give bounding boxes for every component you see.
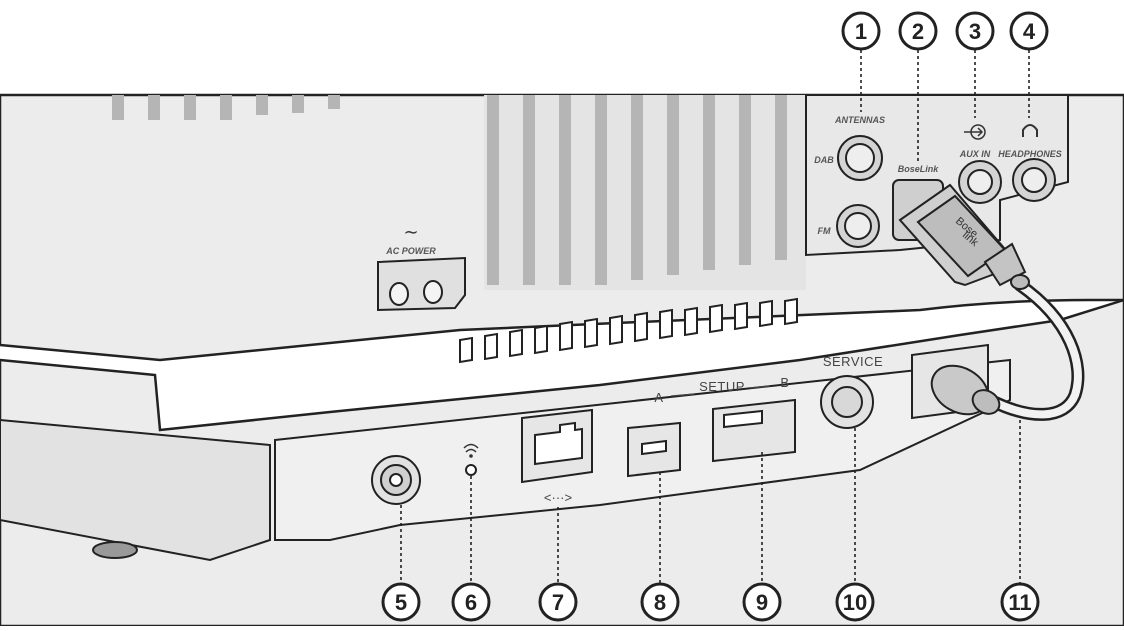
headphones-label: HEADPHONES	[998, 149, 1062, 159]
setup-b-label: B	[780, 375, 789, 390]
aux-in-label: AUX IN	[959, 149, 991, 159]
fm-label: FM	[818, 226, 831, 236]
svg-text:6: 6	[465, 590, 477, 615]
antennas-label: ANTENNAS	[834, 115, 885, 125]
usb-a-port	[712, 398, 796, 463]
callout-10: 10	[835, 582, 875, 622]
aux-in-jack	[958, 160, 1002, 204]
callout-8: 8	[640, 582, 680, 622]
svg-text:9: 9	[756, 590, 768, 615]
lower-grille	[459, 297, 798, 364]
ethernet-port	[521, 408, 593, 484]
vent-panel	[484, 95, 806, 290]
callout-1: 1	[841, 11, 881, 51]
setup-word: SETUP	[699, 379, 745, 394]
svg-text:3: 3	[969, 19, 981, 44]
dab-label: DAB	[814, 155, 834, 165]
callout-4: 4	[1009, 11, 1049, 51]
svg-text:1: 1	[855, 19, 867, 44]
power-jack	[371, 455, 421, 505]
svg-text:7: 7	[552, 590, 564, 615]
network-symbol: <···>	[544, 490, 572, 505]
service-port	[820, 375, 874, 429]
setup-a-label: A	[654, 390, 663, 405]
dab-jack	[837, 135, 883, 181]
svg-text:8: 8	[654, 590, 666, 615]
callout-2: 2	[898, 11, 938, 51]
callout-3: 3	[955, 11, 995, 51]
svg-text:2: 2	[912, 19, 924, 44]
service-label: SERVICE	[823, 354, 883, 369]
svg-text:11: 11	[1008, 590, 1031, 615]
fm-jack	[836, 204, 880, 248]
headphones-icon	[1022, 124, 1038, 137]
callout-7: 7	[538, 582, 578, 622]
ac-wave-icon: ∼	[403, 222, 418, 242]
callout-9: 9	[742, 582, 782, 622]
svg-text:10: 10	[843, 590, 867, 615]
svg-text:4: 4	[1023, 19, 1036, 44]
ac-power-label: AC POWER	[385, 246, 436, 256]
setup-label: A SETUP B	[654, 375, 789, 405]
callout-6: 6	[451, 582, 491, 622]
callout-5: 5	[381, 582, 421, 622]
callout-11: 11	[1000, 582, 1040, 622]
vent-panel-slots	[487, 95, 787, 285]
wifi-indicator	[463, 443, 479, 476]
leader-lines	[400, 50, 1030, 583]
svg-text:5: 5	[395, 590, 407, 615]
ac-power-plate	[377, 256, 466, 312]
foot	[92, 541, 138, 559]
boselink-plug-upper: Bose link	[898, 183, 1030, 290]
boselink-label: BoseLink	[898, 164, 940, 174]
base-lower-left	[0, 418, 271, 562]
top-vents	[112, 95, 340, 120]
aux-in-icon	[964, 124, 986, 140]
boselink-plug-lower	[930, 364, 1001, 416]
micro-usb-port	[627, 421, 681, 478]
headphones-jack	[1012, 158, 1056, 202]
